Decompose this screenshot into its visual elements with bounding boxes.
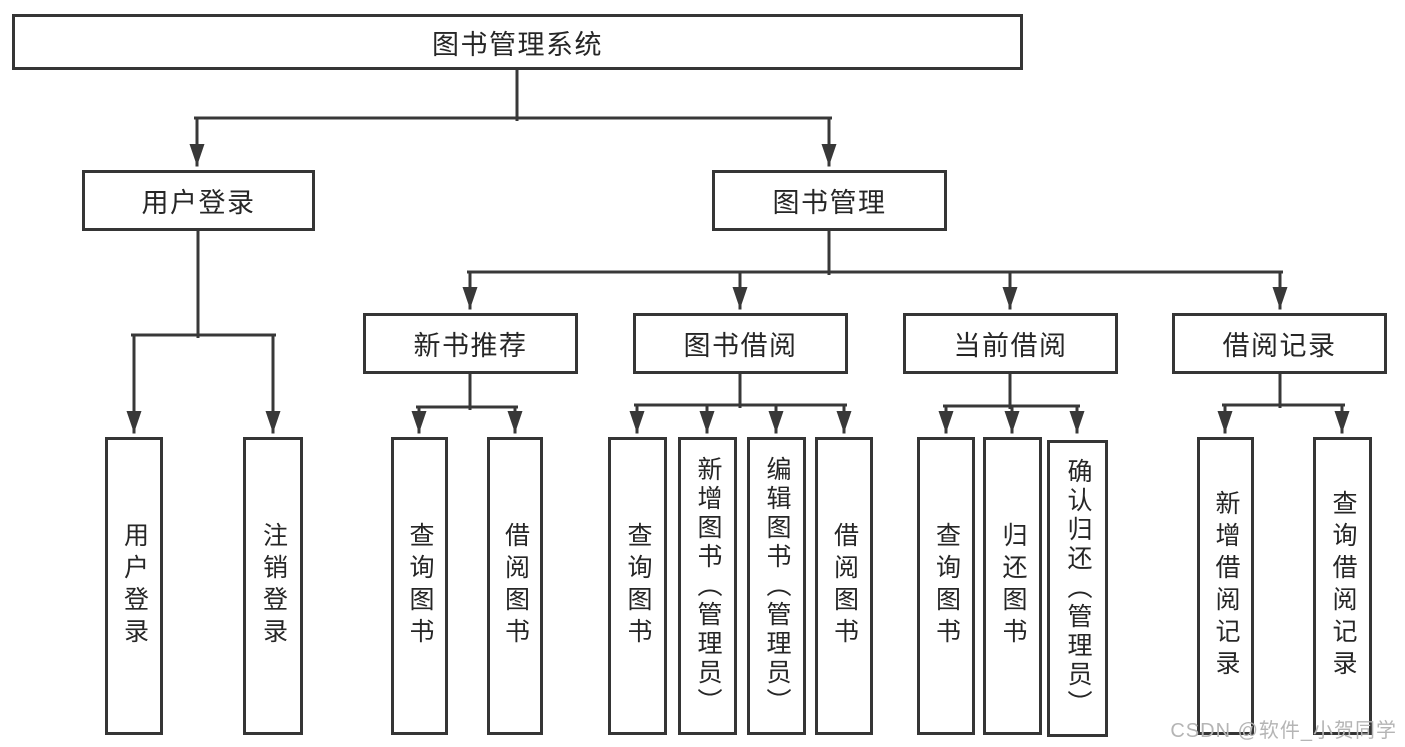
leaf-logout: 注销登录	[243, 437, 303, 735]
leaf-confirm-return-admin: 确认归还（管理员）	[1047, 440, 1108, 737]
csdn-watermark: CSDN @软件_小贺同学	[1170, 720, 1397, 742]
leaf-add-borrow-record: 新增借阅记录	[1197, 437, 1254, 735]
connector-book-borrowing	[629, 371, 852, 434]
leaf-user-login: 用户登录	[105, 437, 163, 735]
leaf-label: 用户登录	[120, 522, 149, 650]
leaf-label: 借阅图书	[830, 522, 859, 650]
node-borrowing-records: 借阅记录	[1172, 313, 1387, 374]
leaf-label: 查询借阅记录	[1329, 490, 1357, 682]
node-label: 当前借阅	[953, 331, 1068, 361]
connector-user-login	[126, 227, 281, 434]
leaf-label: 注销登录	[259, 522, 288, 650]
leaf-borrow-books-recommend: 借阅图书	[487, 437, 543, 735]
leaf-label: 借阅图书	[501, 522, 530, 650]
connector-borrowing-records	[1217, 371, 1350, 434]
node-label: 图书管理	[772, 188, 887, 218]
leaf-label: 编辑图书（管理员）	[763, 455, 791, 717]
leaf-query-books-current: 查询图书	[917, 437, 975, 735]
leaf-edit-books-admin: 编辑图书（管理员）	[747, 437, 806, 735]
node-label: 借阅记录	[1222, 331, 1337, 361]
leaf-query-borrow-record: 查询借阅记录	[1313, 437, 1372, 735]
node-label: 图书借阅	[683, 331, 798, 361]
node-label: 新书推荐	[413, 331, 528, 361]
connector-root	[189, 66, 837, 167]
node-user-login: 用户登录	[82, 170, 315, 231]
connector-new-book-recommend	[411, 371, 523, 434]
node-book-management-system: 图书管理系统	[12, 14, 1023, 70]
connector-book-management	[462, 227, 1288, 310]
leaf-label: 归还图书	[999, 522, 1027, 650]
leaf-return-books: 归还图书	[983, 437, 1042, 735]
leaf-label: 查询图书	[624, 522, 652, 650]
node-book-borrowing: 图书借阅	[633, 313, 848, 374]
leaf-add-books-admin: 新增图书（管理员）	[678, 437, 737, 735]
leaf-label: 确认归还（管理员）	[1064, 458, 1092, 719]
leaf-query-books-recommend: 查询图书	[391, 437, 448, 735]
node-new-book-recommend: 新书推荐	[363, 313, 578, 374]
node-label: 用户登录	[141, 188, 256, 218]
node-current-borrowing: 当前借阅	[903, 313, 1118, 374]
leaf-query-books-borrow: 查询图书	[608, 437, 667, 735]
connector-current-borrowing	[938, 371, 1085, 434]
node-book-management: 图书管理	[712, 170, 947, 231]
leaf-borrow-books: 借阅图书	[815, 437, 873, 735]
leaf-label: 新增图书（管理员）	[694, 455, 722, 717]
node-label: 图书管理系统	[432, 29, 603, 60]
leaf-label: 查询图书	[406, 522, 434, 650]
leaf-label: 新增借阅记录	[1212, 490, 1240, 682]
leaf-label: 查询图书	[932, 522, 961, 650]
